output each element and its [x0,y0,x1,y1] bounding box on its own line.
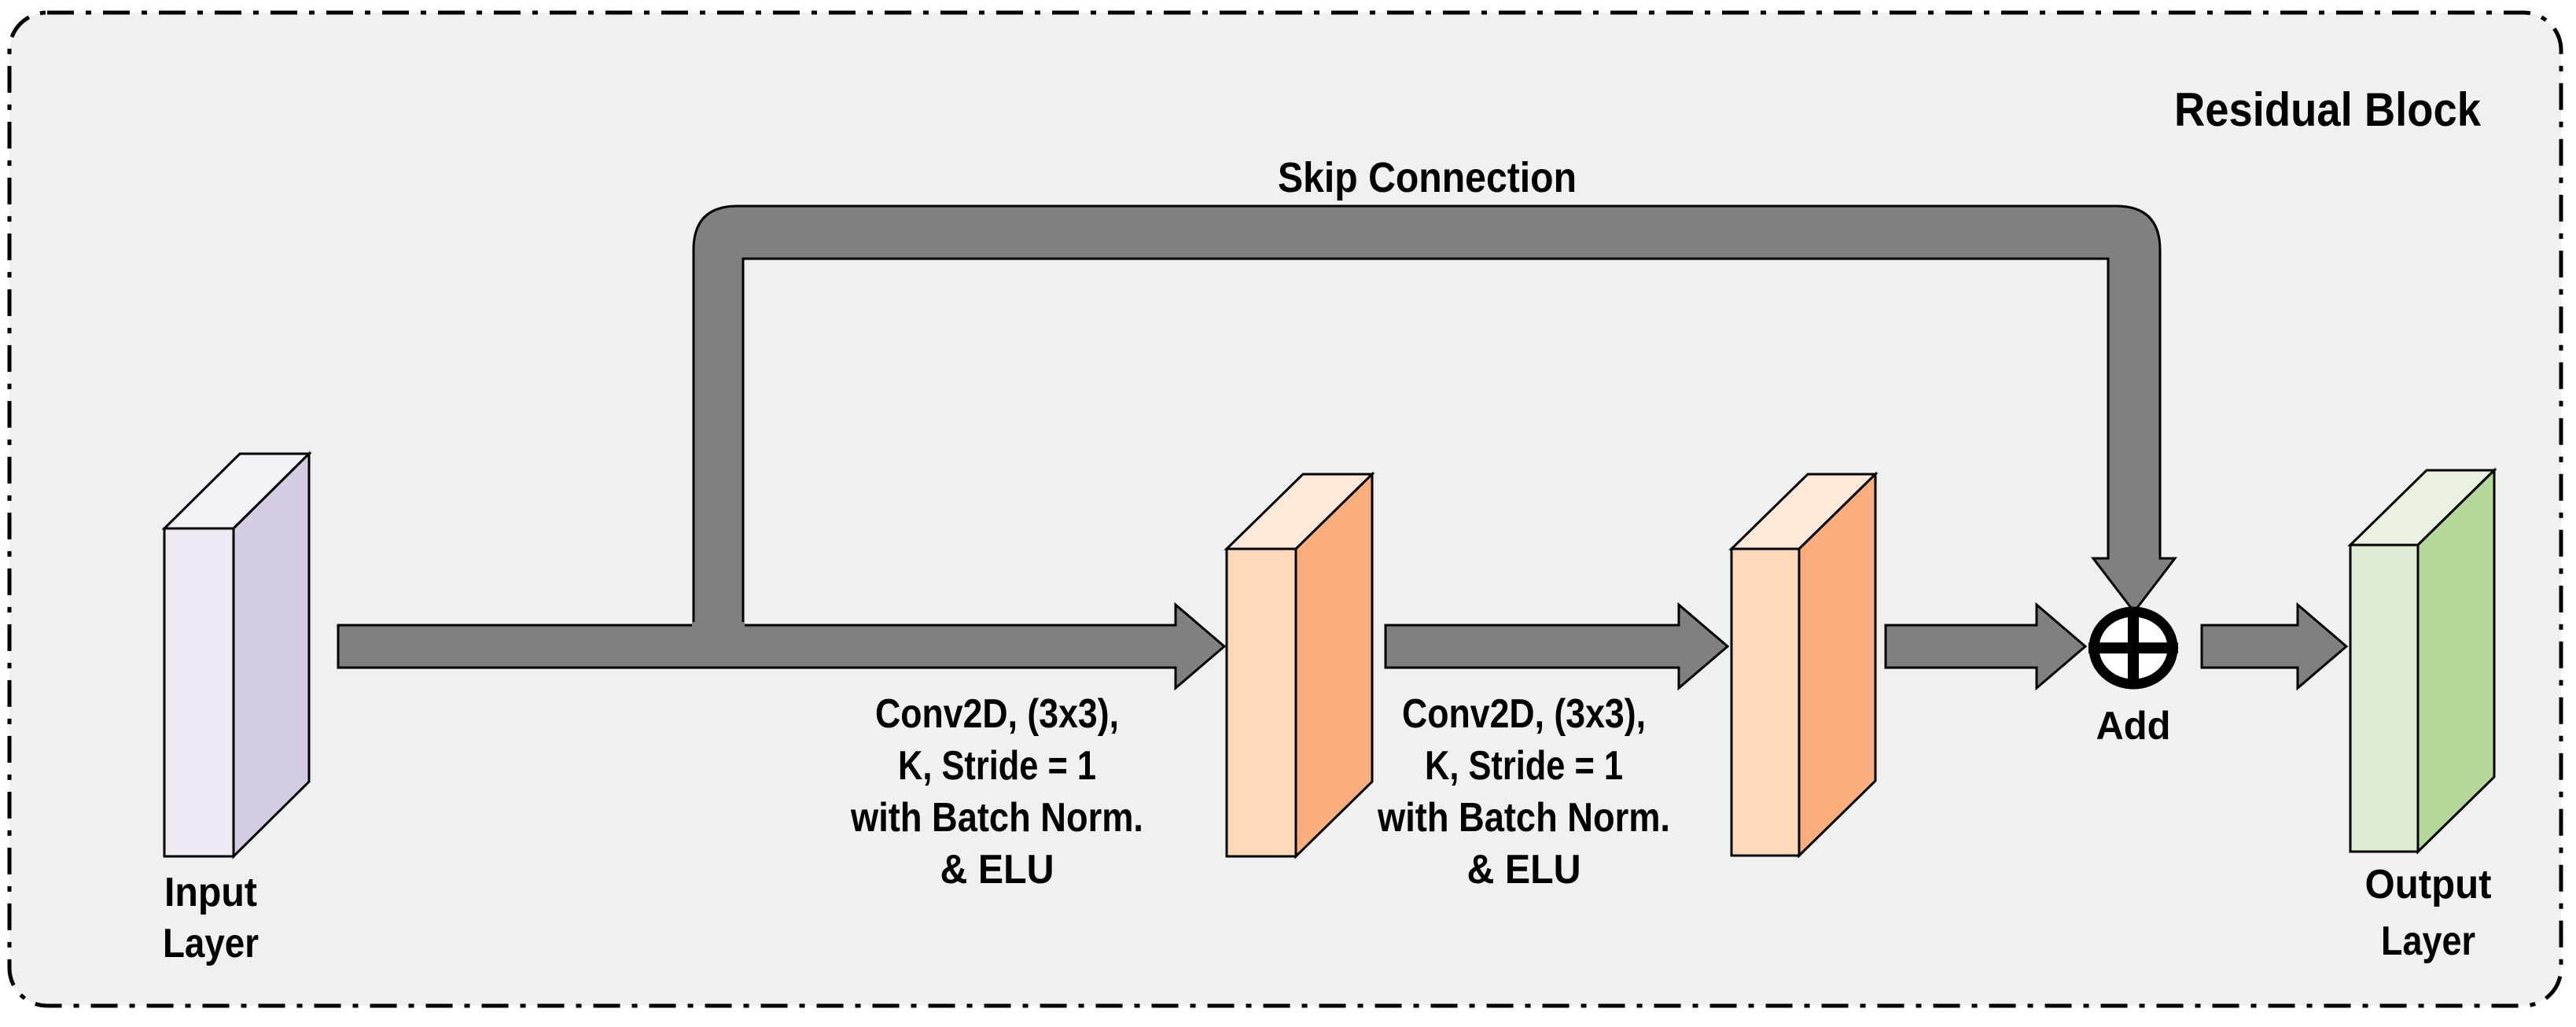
conv1-box-front-face [1225,547,1297,858]
conv1-label-line1: Conv2D, (3x3), [875,691,1119,737]
input-layer-box [161,451,312,860]
output-layer-label: Output Layer [2365,862,2492,964]
add-node [2088,606,2178,690]
conv-block-1-box [1224,471,1375,860]
input-layer-label: Input Layer [163,870,259,966]
conv2-label-line1: Conv2D, (3x3), [1402,691,1646,737]
flow-arrow-add-to-output [2200,602,2349,691]
flow-arrow-conv1-to-conv2 [1384,602,1730,691]
input-label-line2: Layer [163,921,259,966]
conv2-box-front-face [1730,547,1801,857]
add-label: Add [2096,704,2171,748]
skip-connection-arrow [692,204,2178,654]
conv-block-2-label: Conv2D, (3x3), K, Stride = 1 with Batch … [1377,691,1670,893]
conv1-label-line4: & ELU [940,847,1054,893]
skip-connection-label: Skip Connection [1278,154,1577,201]
conv2-label-line4: & ELU [1467,847,1581,893]
output-label-line1: Output [2365,862,2492,907]
conv-block-1-label: Conv2D, (3x3), K, Stride = 1 with Batch … [850,691,1143,893]
input-box-front-face [163,527,235,858]
output-label-line2: Layer [2381,918,2475,964]
conv-block-2-box [1728,471,1879,859]
diagram-title: Residual Block [2174,83,2482,136]
conv1-label-line2: K, Stride = 1 [898,743,1096,789]
conv1-label-line3: with Batch Norm. [850,795,1143,841]
conv2-label-line2: K, Stride = 1 [1425,743,1623,789]
flow-arrow-input-to-conv1 [337,602,1227,691]
output-box-front-face [2349,543,2420,853]
skip-junction-patch [692,622,745,631]
conv2-label-line3: with Batch Norm. [1377,795,1670,841]
output-layer-box [2347,467,2497,855]
flow-arrow-conv2-to-add [1884,602,2088,691]
input-label-line1: Input [164,870,257,915]
